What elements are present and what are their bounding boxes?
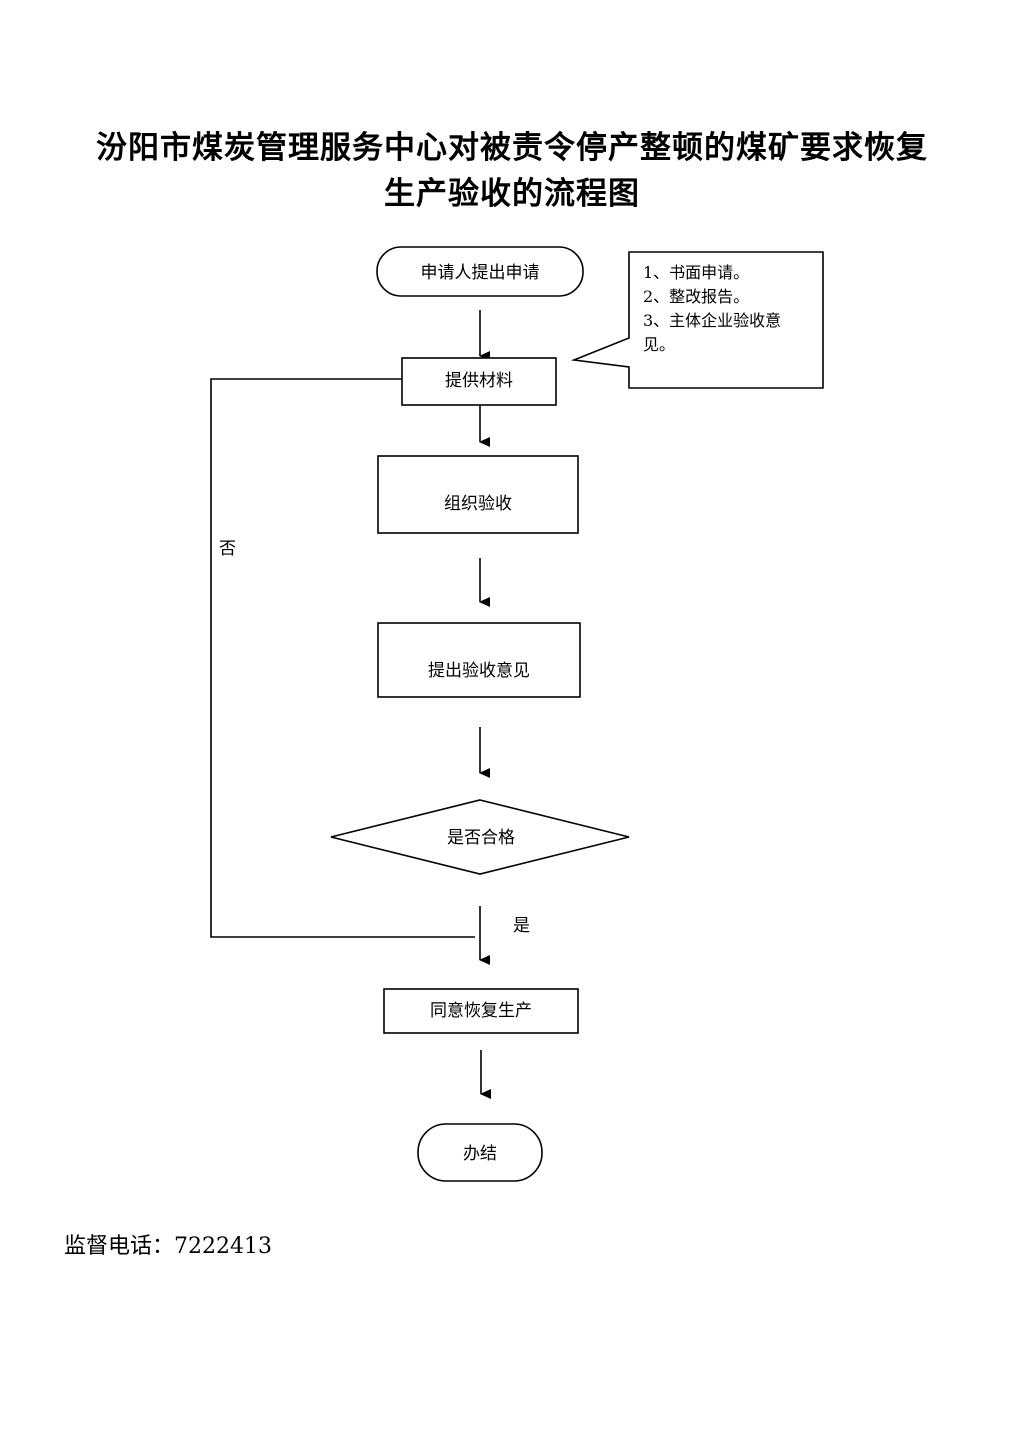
organize-node (377, 455, 579, 534)
page-title-line2: 生产验收的流程图 (384, 176, 640, 212)
end-node-label: 办结 (463, 1144, 497, 1164)
phone-label: 监督电话： (64, 1234, 175, 1259)
callout-line-1: 1、书面申请。 (643, 263, 749, 282)
materials-node (401, 357, 557, 406)
no-branch-label: 否 (219, 539, 236, 559)
decision-node-label: 是否合格 (447, 828, 515, 848)
yes-branch-label: 是 (513, 916, 530, 936)
organize-node-label: 组织验收 (444, 494, 512, 514)
materials-node-label: 提供材料 (445, 371, 513, 391)
opinion-node (377, 622, 581, 698)
page-title-line1: 汾阳市煤炭管理服务中心对被责令停产整顿的煤矿要求恢复 (96, 130, 928, 166)
callout-line-4: 见。 (643, 335, 675, 354)
end-node (417, 1123, 543, 1182)
start-node-label: 申请人提出申请 (421, 263, 540, 283)
callout-line-3: 3、主体企业验收意 (643, 311, 781, 330)
materials-callout (570, 251, 824, 389)
approve-node-label: 同意恢复生产 (430, 1001, 532, 1021)
phone-number: 7222413 (174, 1234, 272, 1259)
callout-line-2: 2、整改报告。 (643, 287, 749, 306)
supervision-phone: 监督电话：7222413 (64, 1228, 272, 1260)
approve-node (383, 988, 579, 1034)
opinion-node-label: 提出验收意见 (428, 661, 530, 681)
decision-node (330, 799, 630, 875)
no-branch-loop (210, 378, 475, 938)
start-node (376, 246, 584, 297)
